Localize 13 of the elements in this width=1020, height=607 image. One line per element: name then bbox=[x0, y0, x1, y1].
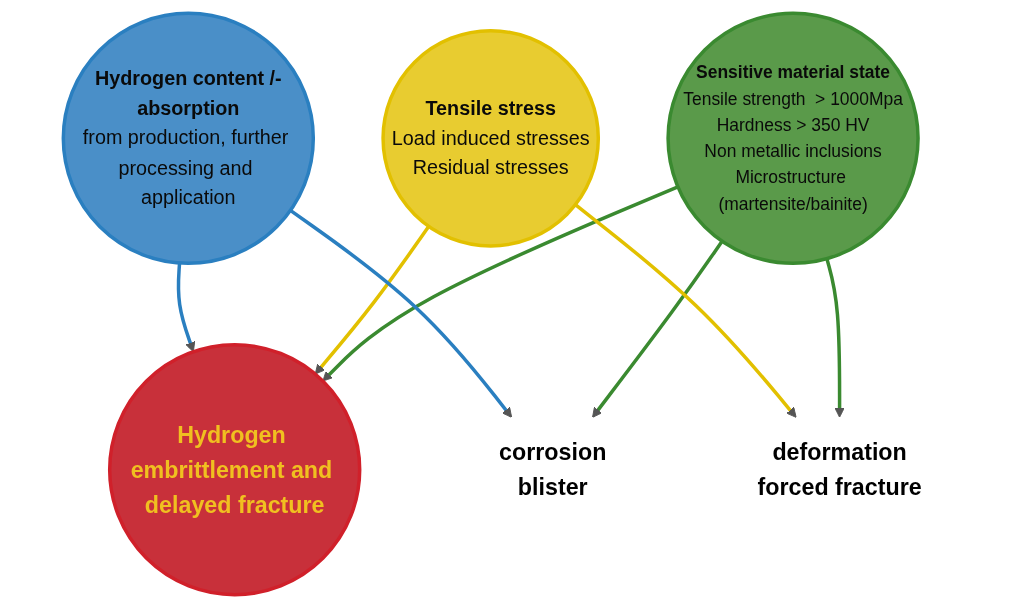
arrow bbox=[314, 224, 431, 375]
arrow bbox=[574, 202, 797, 418]
node-circle bbox=[666, 11, 920, 265]
arrow bbox=[322, 184, 679, 381]
node-circle bbox=[61, 11, 316, 265]
node-circle bbox=[108, 342, 362, 596]
arrow bbox=[289, 208, 513, 418]
arrow bbox=[825, 257, 845, 418]
node-text: deformation forced fracture bbox=[757, 438, 922, 500]
node-text: corrosion blister bbox=[499, 438, 607, 500]
arrow bbox=[592, 239, 724, 418]
arrow bbox=[176, 262, 196, 352]
node-circle bbox=[381, 28, 601, 248]
